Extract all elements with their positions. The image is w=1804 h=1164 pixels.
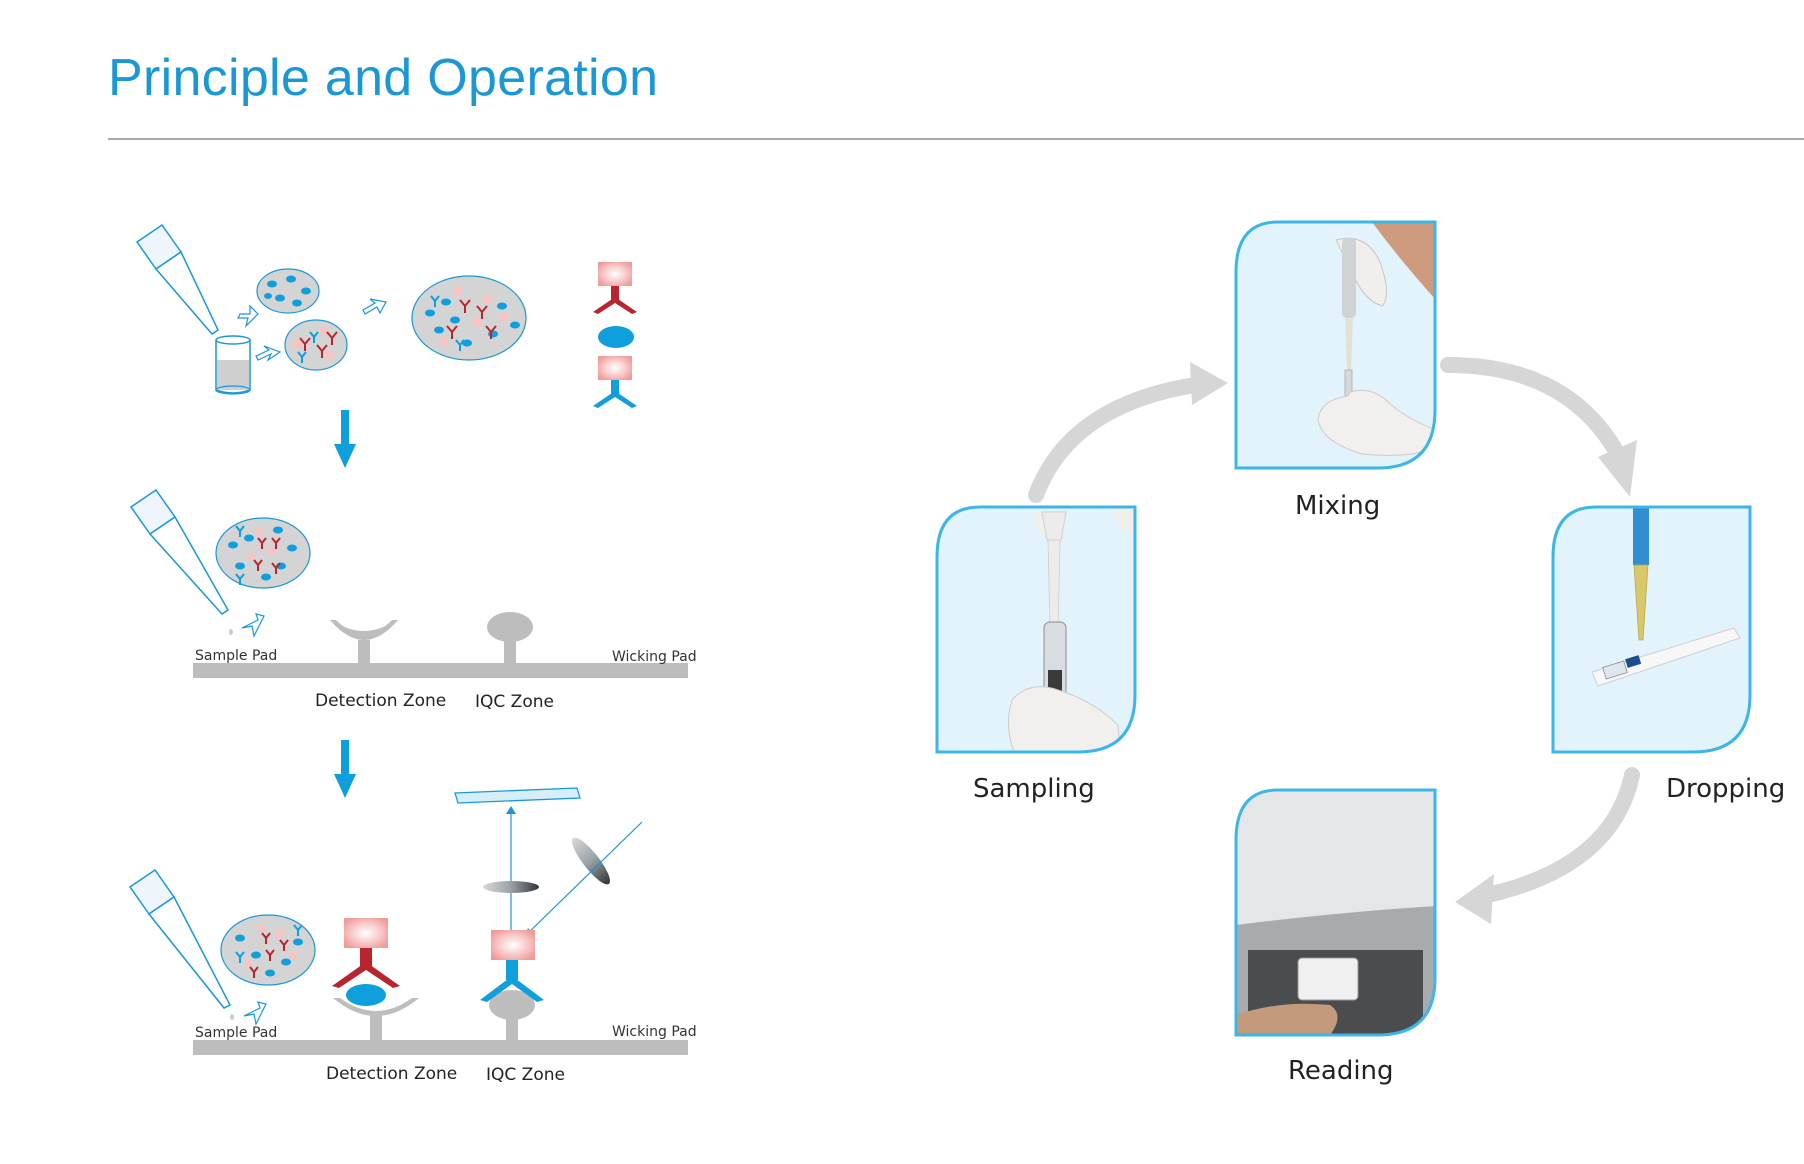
mixture-circle	[412, 276, 526, 360]
sample-particles-circle	[257, 269, 319, 313]
pipette-icon	[137, 225, 218, 334]
detection-zone-label: Detection Zone	[315, 691, 446, 711]
wicking-pad-label: Wicking Pad	[612, 649, 697, 665]
reading-step-panel	[1236, 790, 1436, 1036]
sample-pad-label: Sample Pad	[195, 648, 277, 664]
mixing-step-panel	[1236, 222, 1436, 468]
stage-2-strip-loading: Sample Pad Wicking Pad Detection Zone IQ…	[131, 490, 697, 712]
legend-blue-control-antibody	[593, 356, 637, 408]
test-strip	[193, 1040, 688, 1055]
dropping-step-panel	[1553, 507, 1753, 753]
iqc-zone-label: IQC Zone	[475, 692, 554, 712]
detection-zone-capture-antibody	[330, 620, 398, 664]
sampling-label: Sampling	[973, 774, 1095, 804]
dropping-label: Dropping	[1666, 774, 1785, 804]
pipette-icon	[130, 870, 234, 1020]
sampling-step-panel	[937, 507, 1137, 753]
beaker-icon	[216, 336, 250, 394]
detection-zone-sandwich-complex	[332, 918, 419, 1041]
mixing-label: Mixing	[1295, 491, 1380, 521]
mixing-photo	[1236, 222, 1436, 468]
dropping-photo	[1553, 507, 1753, 753]
stage-3-detection-reading: Sample Pad Wicking Pad Detection Zone IQ…	[130, 788, 697, 1085]
legend-red-antibody-conjugate	[593, 262, 637, 314]
mixture-circle	[216, 518, 310, 588]
excitation-beam	[524, 822, 642, 937]
hollow-arrow-icon	[242, 614, 264, 636]
down-arrow-icon	[334, 740, 356, 798]
wicking-pad-label: Wicking Pad	[612, 1024, 697, 1040]
detector-plate	[455, 788, 580, 803]
reading-photo	[1236, 790, 1436, 1036]
reading-label: Reading	[1288, 1056, 1394, 1086]
stage-1-sample-mixing	[137, 225, 637, 408]
excitation-lens-icon	[567, 833, 615, 889]
iqc-zone-label: IQC Zone	[486, 1065, 565, 1085]
detection-zone-label: Detection Zone	[326, 1064, 457, 1084]
hollow-arrow-icon	[244, 1002, 266, 1024]
down-arrow-icon	[334, 410, 356, 468]
focusing-lens-icon	[483, 881, 539, 893]
sampling-photo	[937, 507, 1137, 753]
iqc-zone-control-complex	[480, 930, 544, 1041]
legend-blue-antigen	[598, 326, 634, 348]
sample-pad-label: Sample Pad	[195, 1025, 277, 1041]
antibody-conjugate-circle	[285, 320, 347, 370]
test-strip	[193, 663, 688, 678]
iqc-zone-capture-antibody	[487, 612, 533, 664]
mixture-circle	[221, 915, 315, 985]
